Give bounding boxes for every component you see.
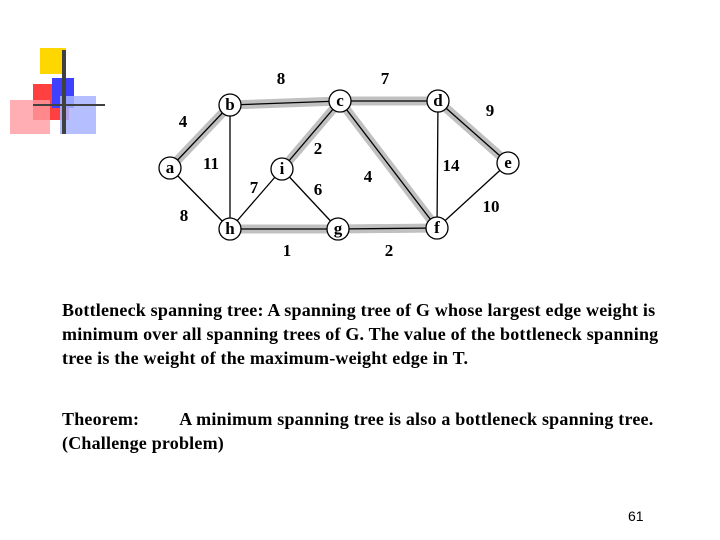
- node-label-a: a: [166, 158, 175, 177]
- deco-horizontal-line: [33, 104, 105, 106]
- node-label-i: i: [280, 159, 285, 178]
- deco-lightblue-square: [60, 96, 96, 134]
- node-label-d: d: [433, 91, 443, 110]
- edge-g-f: [337, 227, 438, 230]
- edge-e-f: [436, 162, 509, 229]
- edge-weight-h-i: 7: [250, 178, 259, 197]
- graph-edges: [165, 96, 513, 234]
- edge-c-i: [281, 100, 341, 170]
- edge-weight-c-d: 7: [381, 69, 390, 88]
- node-circle-f: [425, 216, 449, 240]
- node-circle-b: [218, 93, 242, 117]
- node-i: i: [270, 157, 294, 181]
- node-label-h: h: [225, 219, 235, 238]
- node-circle-g: [326, 217, 350, 241]
- node-e: e: [496, 151, 520, 175]
- graph-edge-labels: 4 8 7 9 11 8 2 7 6 4 14 10 1 2: [179, 69, 500, 260]
- edge-weight-a-h: 8: [180, 206, 189, 225]
- edge-a-h: [169, 167, 231, 230]
- edge-b-c: [229, 100, 341, 106]
- node-circle-i: [270, 157, 294, 181]
- node-d: d: [426, 89, 450, 113]
- node-h: h: [218, 217, 242, 241]
- edge-weight-b-c: 8: [277, 69, 286, 88]
- edge-weight-g-f: 2: [385, 241, 394, 260]
- node-f: f: [425, 216, 449, 240]
- node-label-b: b: [225, 95, 234, 114]
- deco-vertical-line: [62, 50, 66, 134]
- definition-text: Bottleneck spanning tree: A spanning tre…: [62, 298, 672, 370]
- node-circle-e: [496, 151, 520, 175]
- edge-i-g: [281, 168, 339, 230]
- node-circle-c: [328, 89, 352, 113]
- theorem-label: Theorem:: [62, 409, 140, 429]
- node-label-g: g: [334, 219, 343, 238]
- node-label-f: f: [434, 218, 440, 237]
- corner-decoration: [0, 0, 110, 150]
- graph-diagram: 4 8 7 9 11 8 2 7 6 4 14 10 1 2 a b c d e f g h i: [158, 69, 520, 260]
- theorem-body: A minimum spanning tree is also a bottle…: [62, 409, 654, 453]
- page-number: 61: [628, 508, 644, 524]
- node-label-c: c: [336, 91, 344, 110]
- edge-weight-a-b: 4: [179, 112, 188, 131]
- theorem-text: Theorem:A minimum spanning tree is also …: [62, 407, 672, 455]
- node-label-e: e: [504, 153, 512, 172]
- edge-weight-c-f: 4: [364, 167, 373, 186]
- node-a: a: [158, 156, 182, 180]
- node-b: b: [218, 93, 242, 117]
- edge-c-f: [339, 100, 438, 229]
- definition-paragraph: Bottleneck spanning tree: A spanning tre…: [62, 300, 659, 368]
- edge-weight-c-i: 2: [314, 139, 323, 158]
- deco-yellow-square: [40, 48, 66, 74]
- edge-d-f: [436, 100, 439, 229]
- edge-weight-d-f: 14: [443, 156, 461, 175]
- edge-d-e: [437, 100, 509, 164]
- edge-weight-b-h: 11: [203, 154, 219, 173]
- edge-a-b: [169, 104, 231, 169]
- edge-h-i: [229, 168, 283, 230]
- node-circle-h: [218, 217, 242, 241]
- node-circle-a: [158, 156, 182, 180]
- edge-weight-e-f: 10: [483, 197, 500, 216]
- edge-weight-h-g: 1: [283, 241, 292, 260]
- node-circle-d: [426, 89, 450, 113]
- node-c: c: [328, 89, 352, 113]
- edge-weight-d-e: 9: [486, 101, 495, 120]
- graph-nodes: a b c d e f g h i: [158, 89, 520, 241]
- edge-weight-i-g: 6: [314, 180, 323, 199]
- node-g: g: [326, 217, 350, 241]
